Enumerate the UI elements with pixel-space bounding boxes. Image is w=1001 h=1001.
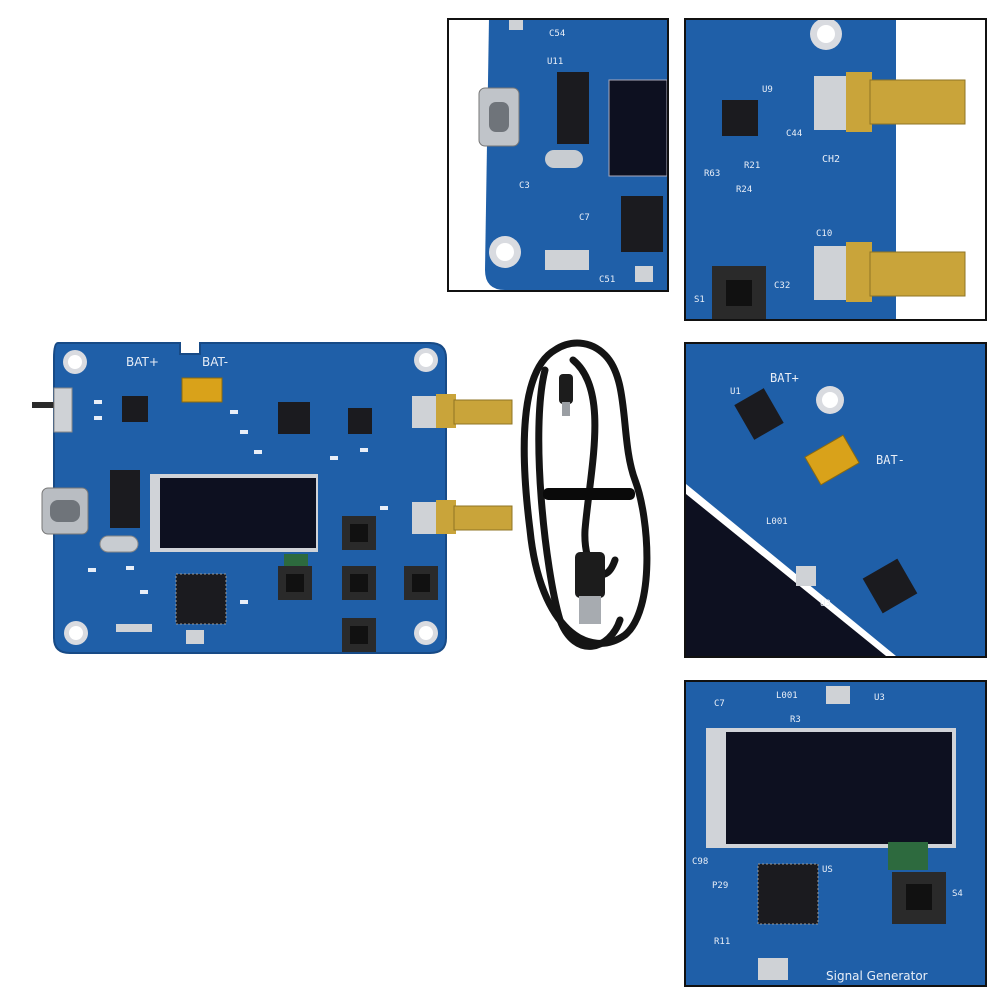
ch2-label: CH2 (822, 154, 840, 165)
r11-label: R11 (714, 937, 730, 947)
u3-label: U3 (820, 599, 831, 609)
lcd-screen-icon (706, 728, 956, 848)
c3-label: C3 (519, 181, 530, 191)
u11-label: U11 (547, 57, 563, 67)
r24-label: R24 (736, 185, 752, 195)
detail-screen-area: L001 U3 R3 C7 C98 US S4 P29 R11 Signal G… (684, 680, 987, 987)
sma-connector-icon (814, 72, 966, 302)
s4-label: S4 (952, 889, 963, 899)
usb-a-plug-icon (575, 552, 605, 624)
u3-label: U3 (874, 693, 885, 703)
c10-label: C10 (816, 229, 832, 239)
mounting-hole-icon (63, 348, 438, 645)
tactile-button-icon (712, 266, 766, 319)
c98-label: C98 (692, 857, 708, 867)
usb-cable (515, 330, 665, 675)
p29-label: P29 (712, 881, 728, 891)
usb-c-port-icon (41, 487, 89, 535)
u9-label: U9 (762, 85, 773, 95)
tactile-button-icon (892, 872, 946, 924)
l001-label: L001 (766, 517, 788, 527)
sma-connector-icon (412, 394, 513, 534)
bat-minus-label: BAT- (202, 355, 228, 369)
l001-label: L001 (776, 691, 798, 701)
usb-c-port-icon (478, 87, 520, 147)
c7-label: C7 (714, 699, 725, 709)
bat-plus-label: BAT+ (770, 371, 799, 385)
detail-chip-area: BAT+ BAT- U1 L001 U3 (684, 342, 987, 658)
main-pcb-board: BAT+ BAT- (30, 340, 520, 660)
signal-generator-label: Signal Generator (826, 969, 928, 983)
tactile-button-icon (278, 516, 438, 652)
us-label: US (822, 865, 833, 875)
r63-label: R63 (704, 169, 720, 179)
c54-label: C54 (549, 29, 565, 39)
s1-label: S1 (694, 295, 705, 305)
lcd-screen-icon (150, 474, 318, 552)
detail-sma-connectors: U9 C44 CH2 R21 R63 R24 C10 C32 S1 (684, 18, 987, 321)
u1-label: U1 (730, 387, 741, 397)
c44-label: C44 (786, 129, 802, 139)
usb-c-plug-icon (559, 374, 573, 416)
bat-minus-label: BAT- (876, 453, 905, 467)
bat-plus-label: BAT+ (126, 355, 159, 369)
c7-label: C7 (579, 213, 590, 223)
r21-label: R21 (744, 161, 760, 171)
detail-usb-area: C54 U11 C3 C7 C51 (447, 18, 669, 292)
c51-label: C51 (599, 275, 615, 285)
c32-label: C32 (774, 281, 790, 291)
r3-label: R3 (790, 715, 801, 725)
